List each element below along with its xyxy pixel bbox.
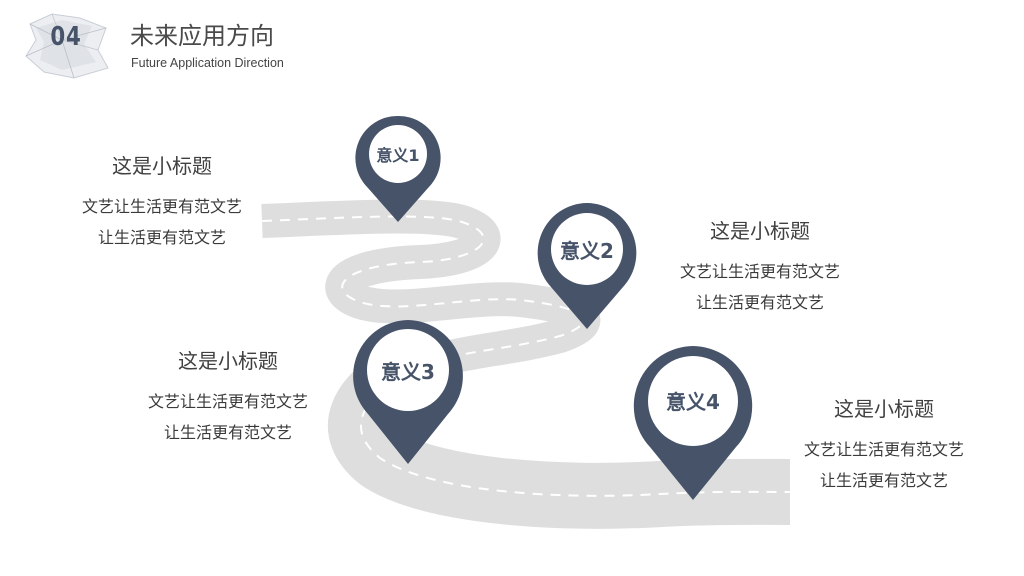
pin-label-4: 意义4 xyxy=(666,390,720,414)
text-block-1: 这是小标题 文艺让生活更有范文艺 让生活更有范文艺 xyxy=(62,150,262,253)
block-heading: 这是小标题 xyxy=(112,154,212,178)
text-block-4: 这是小标题 文艺让生活更有范文艺 让生活更有范文艺 xyxy=(784,393,984,496)
pin-label-2: 意义2 xyxy=(560,239,614,263)
block-heading: 这是小标题 xyxy=(710,219,810,243)
section-number: 04 xyxy=(50,22,82,52)
text-block-2: 这是小标题 文艺让生活更有范文艺 让生活更有范文艺 xyxy=(660,215,860,318)
pin-label-3: 意义3 xyxy=(381,360,435,384)
map-pin-icon-1 xyxy=(355,115,441,222)
page-title: 未来应用方向 xyxy=(130,22,274,50)
block-line: 让生活更有范文艺 xyxy=(97,228,226,247)
text-block-3: 这是小标题 文艺让生活更有范文艺 让生活更有范文艺 xyxy=(128,345,328,448)
pin-label-1: 意义1 xyxy=(376,146,420,165)
block-line: 让生活更有范文艺 xyxy=(163,423,292,442)
block-heading: 这是小标题 xyxy=(178,349,278,373)
block-line: 让生活更有范文艺 xyxy=(819,471,948,490)
section-badge-icon xyxy=(25,13,109,79)
block-line: 文艺让生活更有范文艺 xyxy=(679,262,840,281)
page-subtitle: Future Application Direction xyxy=(131,56,284,70)
map-pin-icon-4 xyxy=(633,346,753,500)
block-line: 让生活更有范文艺 xyxy=(695,293,824,312)
block-line: 文艺让生活更有范文艺 xyxy=(147,392,308,411)
block-line: 文艺让生活更有范文艺 xyxy=(81,197,242,216)
map-pin-icon-3 xyxy=(353,320,463,464)
block-line: 文艺让生活更有范文艺 xyxy=(803,440,964,459)
block-heading: 这是小标题 xyxy=(834,397,934,421)
map-pin-icon-2 xyxy=(537,203,637,329)
